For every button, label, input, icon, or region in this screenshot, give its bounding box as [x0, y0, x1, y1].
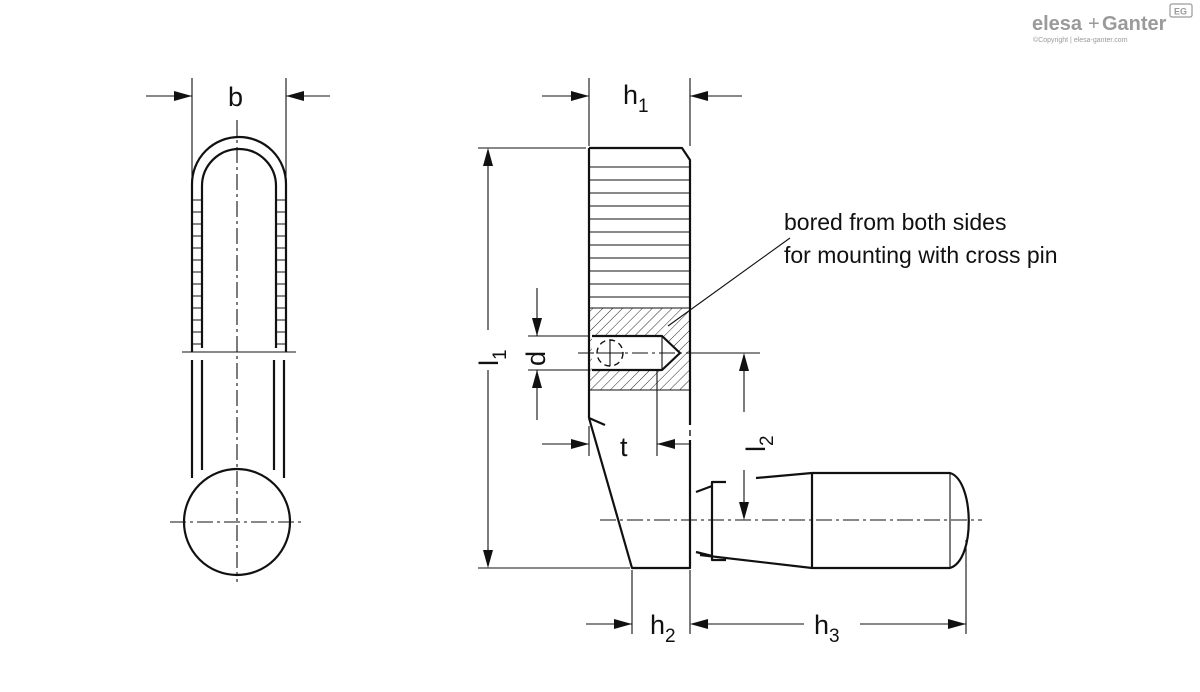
front-view-inner-outline	[200, 147, 278, 348]
dim-l2-arrow-bottom	[739, 502, 749, 520]
note-line-1: bored from both sides	[784, 209, 1006, 235]
logo-badge: EG	[1174, 7, 1187, 17]
dim-l1-label-mask	[478, 330, 500, 370]
side-view-section-bounds	[589, 307, 690, 391]
logo-brand-right: Ganter	[1102, 13, 1167, 35]
dim-label-l1: l1	[474, 349, 511, 366]
dim-l2-arrow-top	[739, 353, 749, 371]
logo-badge-frame	[1169, 3, 1193, 18]
side-view-hub-outline-right	[589, 146, 692, 425]
dim-label-b: b	[228, 82, 243, 112]
side-view-knurling	[589, 166, 690, 298]
logo-copyright: ©Copyright | elesa-ganter.com	[1033, 36, 1128, 44]
dim-t-arrow-right	[657, 439, 675, 449]
dim-label-h2: h2	[650, 610, 676, 647]
note-leader-line	[667, 237, 791, 327]
dim-h1-arrow-right	[690, 91, 708, 101]
dim-t-arrow-left	[571, 439, 589, 449]
dim-h1-arrow-left	[571, 91, 589, 101]
brand-logo: elesa + Ganter EG ©Copyright | elesa-gan…	[1032, 3, 1193, 44]
front-view: b	[146, 78, 330, 582]
side-view: h1 l1 d t l2 h2	[474, 78, 1058, 647]
note-line-2: for mounting with cross pin	[784, 242, 1058, 268]
logo-brand-left: elesa	[1032, 13, 1083, 35]
dim-h2-arrow-right	[690, 619, 708, 629]
dim-label-l2: l2	[741, 435, 778, 452]
side-view-knob-spindle	[695, 480, 726, 562]
front-view-lower-arm	[190, 360, 286, 478]
dim-l1-arrow-bottom	[483, 550, 493, 568]
dim-label-t: t	[620, 432, 628, 462]
dim-b-arrow-right	[286, 91, 304, 101]
dim-label-h1: h1	[623, 80, 649, 117]
logo-brand-plus: +	[1088, 13, 1100, 35]
front-view-ribs-right	[276, 199, 286, 345]
dim-label-h3: h3	[814, 610, 840, 647]
dim-label-d: d	[521, 351, 551, 366]
dim-h2-arrow-left	[614, 619, 632, 629]
dim-h3-arrow-right	[948, 619, 966, 629]
side-view-arm-joint	[588, 416, 606, 427]
dim-d-arrow-bottom	[532, 370, 542, 388]
dim-b-arrow-left	[174, 91, 192, 101]
dim-l1-arrow-top	[483, 148, 493, 166]
front-view-ribs-left	[192, 199, 202, 345]
dim-d-arrow-top	[532, 318, 542, 336]
